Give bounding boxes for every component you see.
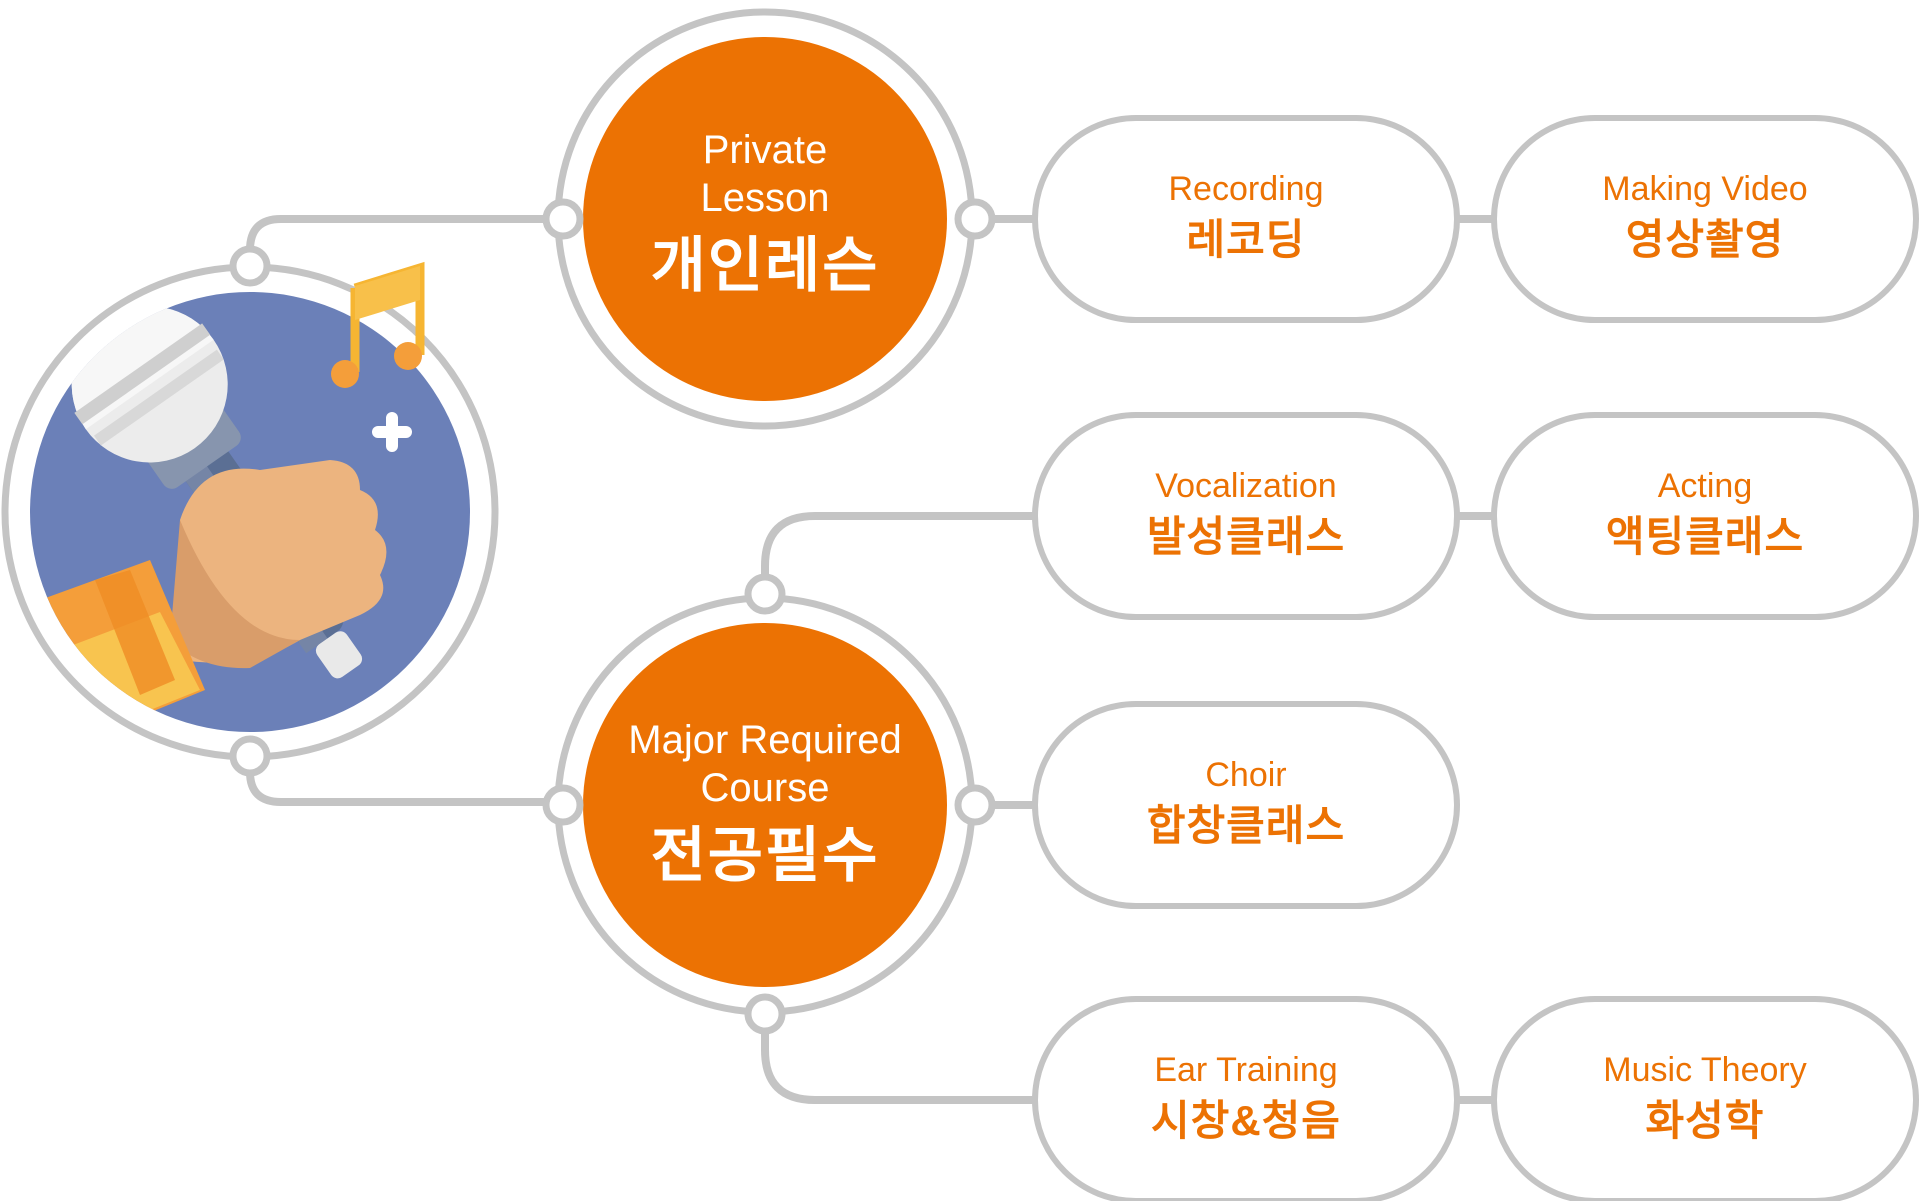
pill-label-ko: 액팅클래스 bbox=[1605, 513, 1805, 560]
pill-label-en: Making Video bbox=[1602, 170, 1808, 208]
pill-label-en: Music Theory bbox=[1603, 1051, 1807, 1089]
hub-label-ko: 개인레슨 bbox=[650, 232, 880, 299]
pill-making-video-shape bbox=[1491, 115, 1919, 323]
pill-label-ko: 레코딩 bbox=[1186, 216, 1306, 263]
pill-label-en: Acting bbox=[1657, 467, 1753, 505]
microphone-hand-icon bbox=[1, 263, 499, 761]
pill-label-ko: 영상촬영 bbox=[1625, 216, 1785, 263]
pill-label-ko: 합창클래스 bbox=[1146, 802, 1346, 849]
pill-label-en: Recording bbox=[1168, 170, 1324, 208]
pill-ear-training: Ear Training 시창&청음 bbox=[1041, 1049, 1451, 1147]
pill-making-video: Making Video 영상촬영 bbox=[1500, 168, 1910, 266]
pill-label-ko: 화성학 bbox=[1645, 1097, 1765, 1144]
pill-choir-shape bbox=[1032, 701, 1460, 909]
sparkle-icon bbox=[372, 412, 412, 452]
pill-label-ko: 시창&청음 bbox=[1151, 1097, 1341, 1144]
hub-private-lesson-shape bbox=[554, 8, 976, 430]
pill-label-en: Choir bbox=[1205, 756, 1287, 794]
pill-ear-training-shape bbox=[1032, 996, 1460, 1201]
pill-recording-shape bbox=[1032, 115, 1460, 323]
pill-music-theory: Music Theory 화성학 bbox=[1500, 1049, 1910, 1147]
pill-recording: Recording 레코딩 bbox=[1041, 168, 1451, 266]
pill-label-en: Ear Training bbox=[1154, 1051, 1338, 1089]
pill-label-en: Vocalization bbox=[1155, 467, 1337, 505]
music-note-icon bbox=[331, 261, 425, 388]
hub-label-ko: 전공필수 bbox=[650, 822, 880, 889]
pill-vocalization-shape bbox=[1032, 412, 1460, 620]
pill-vocalization: Vocalization 발성클래스 bbox=[1041, 465, 1451, 563]
hub-label-en: Private Lesson bbox=[700, 128, 830, 220]
pill-music-theory-shape bbox=[1491, 996, 1919, 1201]
pill-acting-shape bbox=[1491, 412, 1919, 620]
pill-label-ko: 발성클래스 bbox=[1146, 513, 1346, 560]
hub-private-lesson: Private Lesson 개인레슨 bbox=[595, 126, 935, 302]
pill-acting: Acting 액팅클래스 bbox=[1500, 465, 1910, 563]
pill-choir: Choir 합창클래스 bbox=[1041, 754, 1451, 852]
hub-label-en: Major Required Course bbox=[628, 718, 902, 810]
hub-major-required: Major Required Course 전공필수 bbox=[595, 716, 935, 892]
